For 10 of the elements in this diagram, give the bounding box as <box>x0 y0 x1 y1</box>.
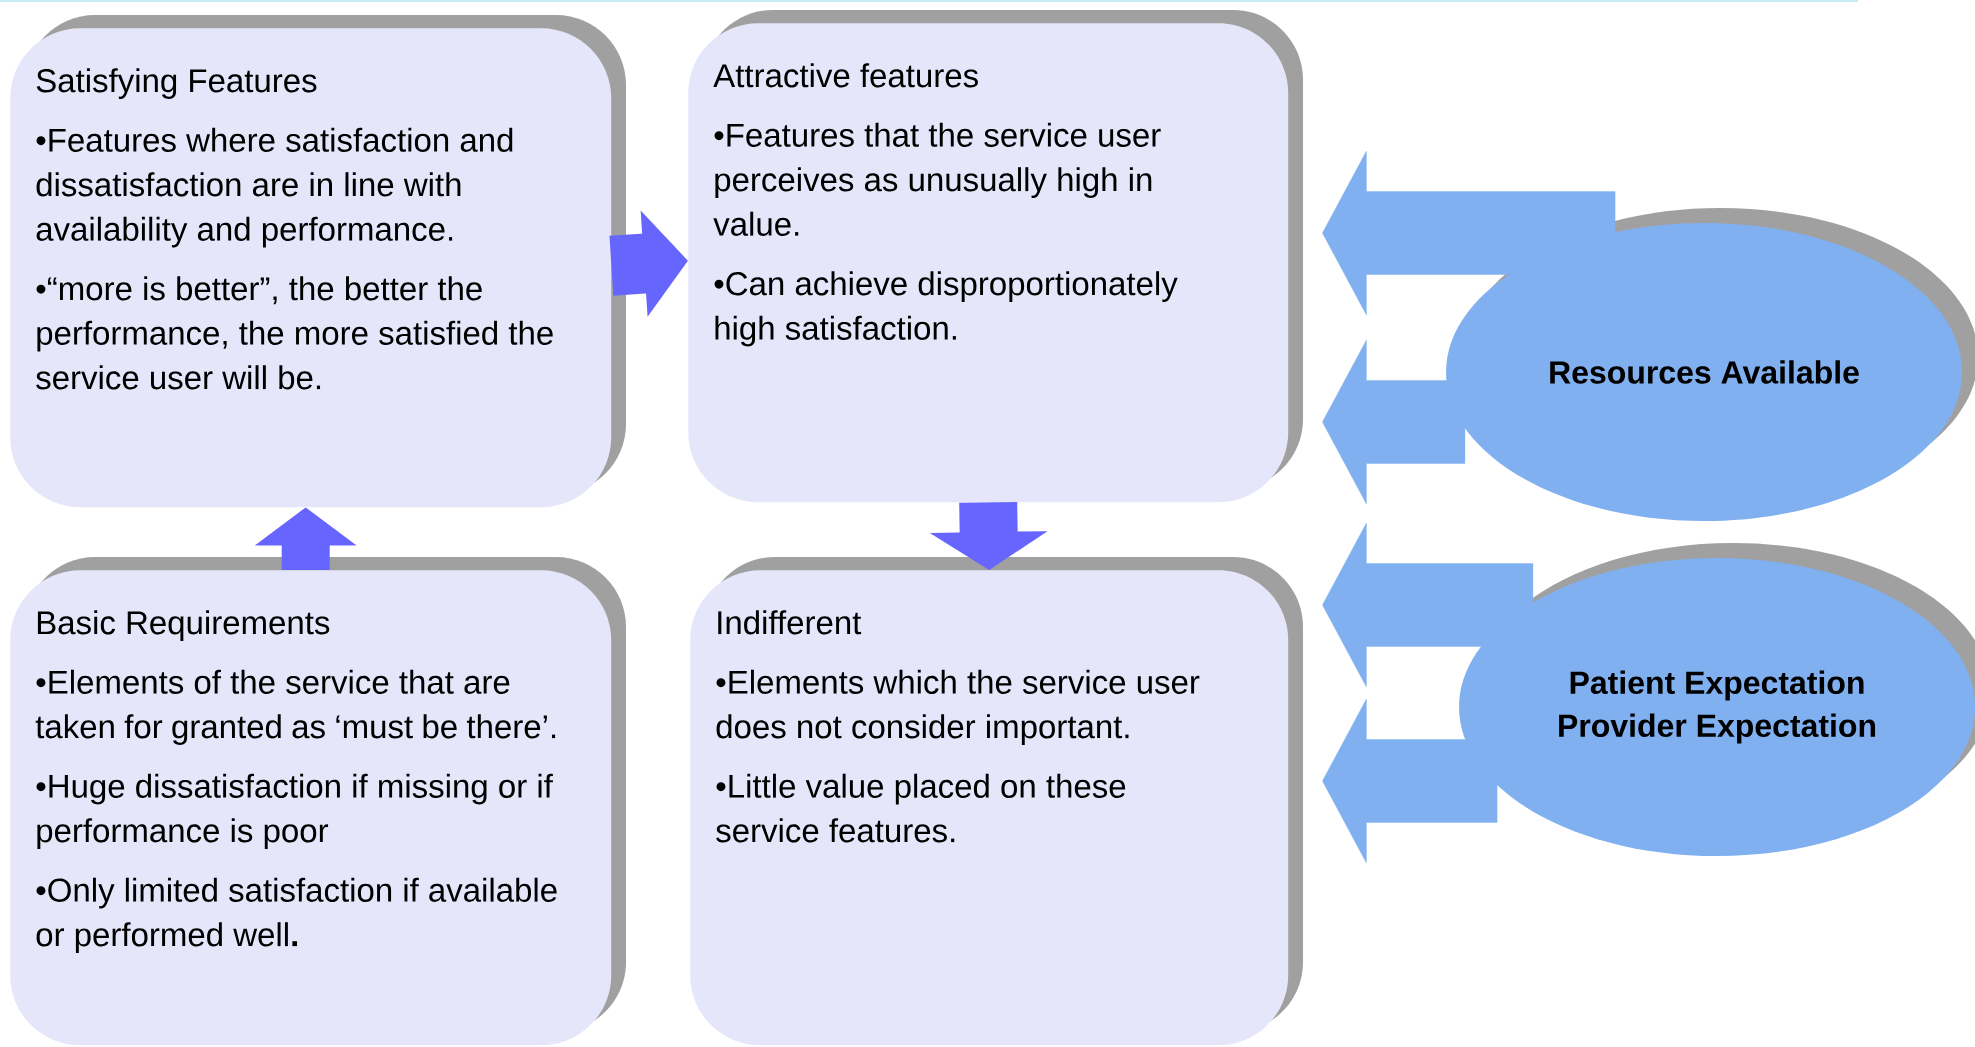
text-box: Satisfying Features •Features where satisfaction and dissatisfaction are in line with availability and performance. •“more is better”, the better the performance, the more satisfied the service user will be. <box>10 15 626 508</box>
text-box: Basic Requirements •Elements of the service that are taken for granted as ‘must be there’. •Huge dissatisfaction if missing or if performance is poor •Only limited satisfaction if available or performed well. <box>10 557 626 1046</box>
block-arrow <box>1322 339 1466 505</box>
block-arrow <box>1322 698 1498 864</box>
block-arrow <box>1322 522 1534 688</box>
node-label: Patient Expectation <box>1570 670 1864 701</box>
node-label: Provider Expectation <box>1559 713 1876 744</box>
text-box: Indifferent •Elements which the service user does not consider important. •Little value placed on these service features. <box>690 557 1303 1046</box>
block-arrow <box>1322 150 1616 316</box>
text-box: Attractive features •Features that the service user perceives as unusually high in value. •Can achieve disproportionately high satisfaction. <box>688 10 1303 503</box>
